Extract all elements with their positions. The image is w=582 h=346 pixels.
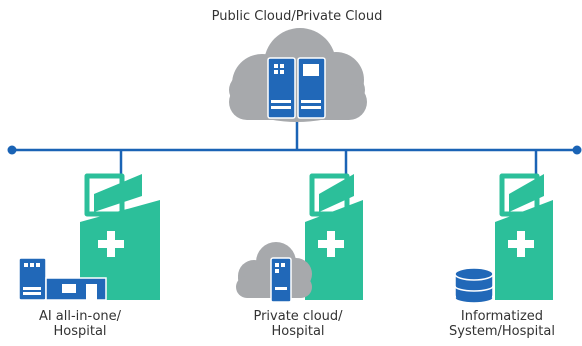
site-label-1-line2: Hospital	[53, 324, 107, 339]
site-label-3-line2: System/Hospital	[449, 324, 555, 339]
server-icon	[267, 57, 326, 119]
site-label-1-line1: AI all-in-one/	[38, 309, 122, 324]
site-label-2-line1: Private cloud/	[253, 309, 343, 324]
site-label-2-line2: Hospital	[271, 324, 325, 339]
bus-endpoint-right	[572, 145, 582, 155]
site-label-2: Private cloud/ Hospital	[253, 309, 342, 339]
private-cloud-icon	[236, 242, 312, 303]
cloud-title: Public Cloud/Private Cloud	[211, 9, 383, 24]
bus-endpoint-left	[7, 145, 17, 155]
hospital-icon-3	[495, 173, 553, 300]
hospital-icon-1	[80, 173, 160, 300]
site-label-3: Informatized System/Hospital	[449, 309, 555, 339]
site-label-3-line1: Informatized	[460, 309, 544, 324]
hospital-icon-2	[305, 173, 363, 300]
ai-all-in-one-device-icon	[18, 257, 107, 301]
database-icon	[454, 267, 494, 304]
site-label-1: AI all-in-one/ Hospital	[39, 309, 121, 339]
